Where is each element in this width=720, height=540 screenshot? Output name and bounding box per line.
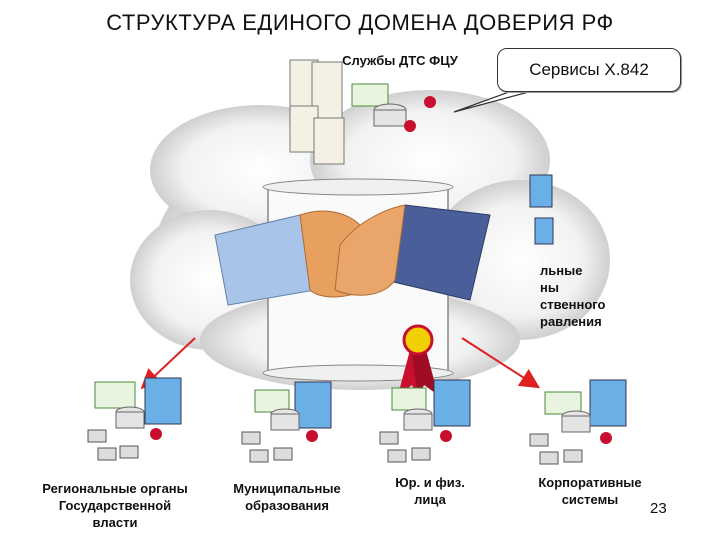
- federal-label-line: льные: [540, 263, 583, 278]
- regional-group: [87, 377, 182, 461]
- node-label-line: власти: [92, 515, 138, 530]
- legal-label: Юр. и физ. лица: [370, 474, 490, 508]
- federal-label-line: ственного: [540, 297, 606, 312]
- federal-label-line: равления: [540, 314, 602, 329]
- top-services-label: Службы ДТС ФЦУ: [342, 53, 458, 68]
- node-label-line: Региональные органы: [42, 481, 188, 496]
- callout-box: Сервисы X.842: [497, 48, 681, 92]
- slide-title: СТРУКТУРА ЕДИНОГО ДОМЕНА ДОВЕРИЯ РФ: [106, 10, 614, 35]
- municipal-label: Муниципальные образования: [212, 480, 362, 514]
- federal-group: [529, 174, 554, 245]
- municipal-group: [241, 381, 332, 463]
- node-label-line: Юр. и физ.: [395, 475, 465, 490]
- node-label-line: системы: [561, 492, 619, 507]
- federal-label: льные ны ственного равления: [540, 262, 660, 330]
- page-number: 23: [650, 500, 667, 517]
- node-label-line: лица: [414, 492, 446, 507]
- top-servers-group: [289, 59, 436, 165]
- node-label-line: Корпоративные: [538, 475, 642, 490]
- red-arrows: [140, 337, 541, 390]
- handshake-icon: [214, 204, 491, 306]
- node-label-line: образования: [245, 498, 329, 513]
- regional-label: Региональные органы Государственной влас…: [20, 480, 210, 531]
- node-label-line: Государственной: [58, 498, 172, 513]
- node-label-line: Муниципальные: [233, 481, 341, 496]
- corporate-label: Корпоративные системы: [520, 474, 660, 508]
- legal-group: [379, 379, 471, 463]
- federal-label-line: ны: [540, 280, 559, 295]
- corporate-group: [529, 379, 627, 465]
- medal-icon: [398, 324, 438, 398]
